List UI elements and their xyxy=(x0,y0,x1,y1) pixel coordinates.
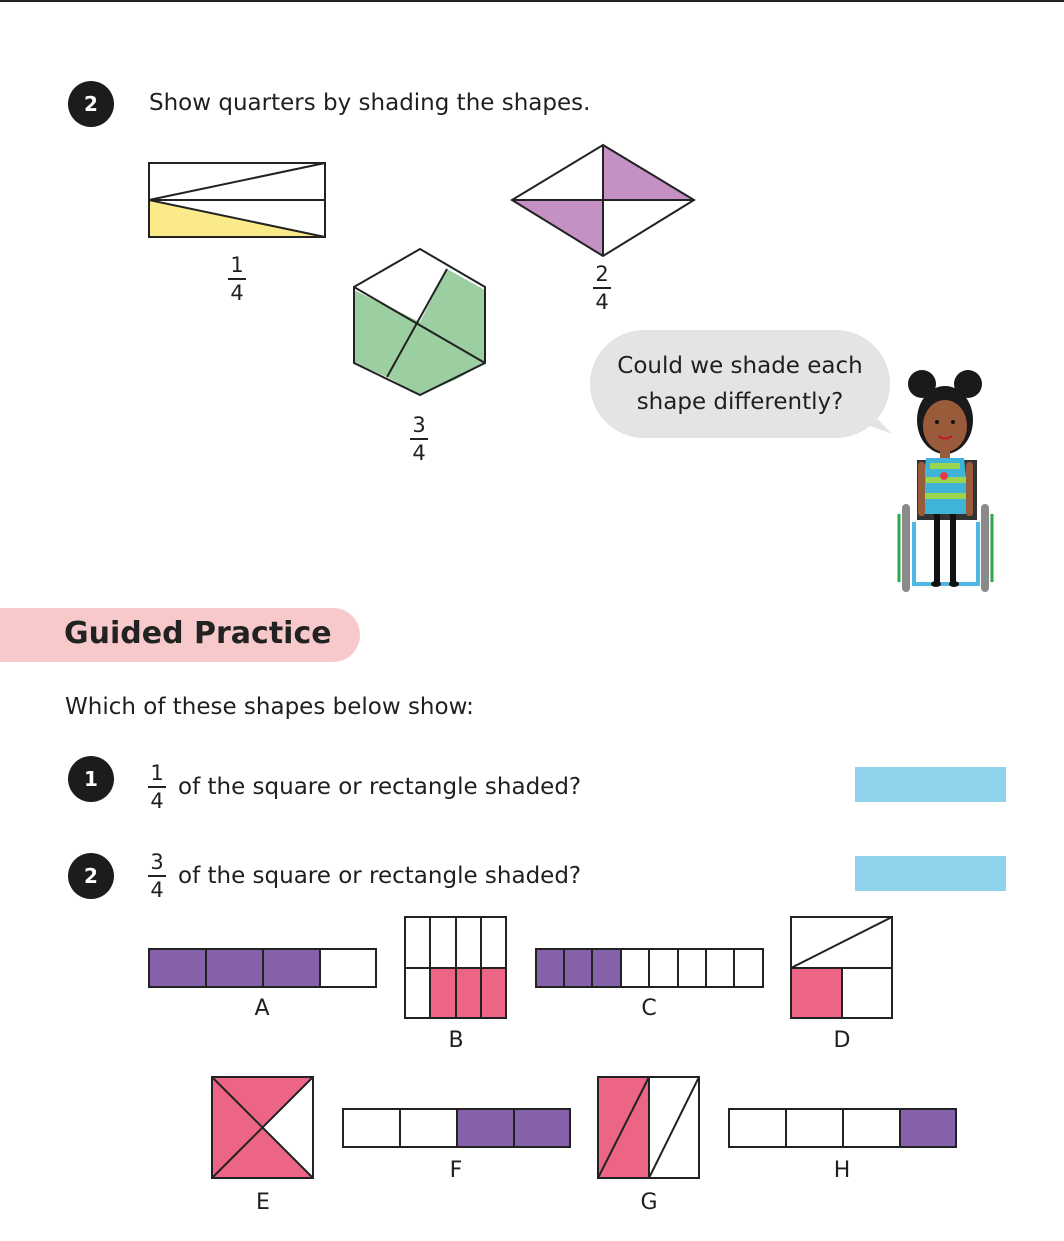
fraction-one-quarter: 1 4 xyxy=(222,254,252,304)
question-text: of the square or rectangle shaded? xyxy=(178,774,582,800)
answer-box[interactable] xyxy=(855,856,1006,891)
shape-b xyxy=(404,916,507,1019)
shape-label-h: H xyxy=(833,1158,851,1183)
question-number: 2 xyxy=(84,92,98,116)
rhombus-two-quarters-shape xyxy=(510,143,696,258)
shape-label-a: A xyxy=(254,996,270,1021)
shape-label-c: C xyxy=(641,996,657,1021)
question-number-badge: 2 xyxy=(68,81,114,127)
top-rule xyxy=(0,0,1064,2)
rectangle-quarter-shape xyxy=(148,162,326,238)
section-heading: Guided Practice xyxy=(64,616,332,651)
shape-a xyxy=(148,948,377,988)
fraction-two-quarters: 2 4 xyxy=(587,263,617,313)
hexagon-three-quarters-shape xyxy=(353,247,486,397)
speech-line-2: shape differently? xyxy=(636,389,844,415)
shape-label-f: F xyxy=(449,1158,463,1183)
question-number-badge: 2 xyxy=(68,853,114,899)
guided-practice-banner xyxy=(0,608,360,662)
question-number-badge: 1 xyxy=(68,756,114,802)
shape-label-g: G xyxy=(640,1190,658,1215)
instruction-text: Show quarters by shading the shapes. xyxy=(149,90,591,116)
shape-d xyxy=(790,916,893,1019)
fraction-three-quarters: 3 4 xyxy=(404,414,434,464)
shape-label-d: D xyxy=(833,1028,851,1053)
guided-practice-intro: Which of these shapes below show: xyxy=(65,694,474,720)
shape-e xyxy=(211,1076,314,1179)
question-text: of the square or rectangle shaded? xyxy=(178,863,582,889)
shape-h xyxy=(728,1108,957,1148)
shape-c xyxy=(535,948,764,988)
shape-g xyxy=(597,1076,700,1179)
shape-label-b: B xyxy=(448,1028,464,1053)
shape-label-e: E xyxy=(256,1190,270,1215)
answer-box[interactable] xyxy=(855,767,1006,802)
girl-in-wheelchair-illustration xyxy=(897,370,994,592)
speech-line-1: Could we shade each xyxy=(617,353,863,379)
speech-bubble: Could we shade each shape differently? xyxy=(590,330,890,438)
fraction-one-quarter: 1 4 xyxy=(142,762,172,812)
fraction-three-quarters: 3 4 xyxy=(142,851,172,901)
shape-f xyxy=(342,1108,571,1148)
